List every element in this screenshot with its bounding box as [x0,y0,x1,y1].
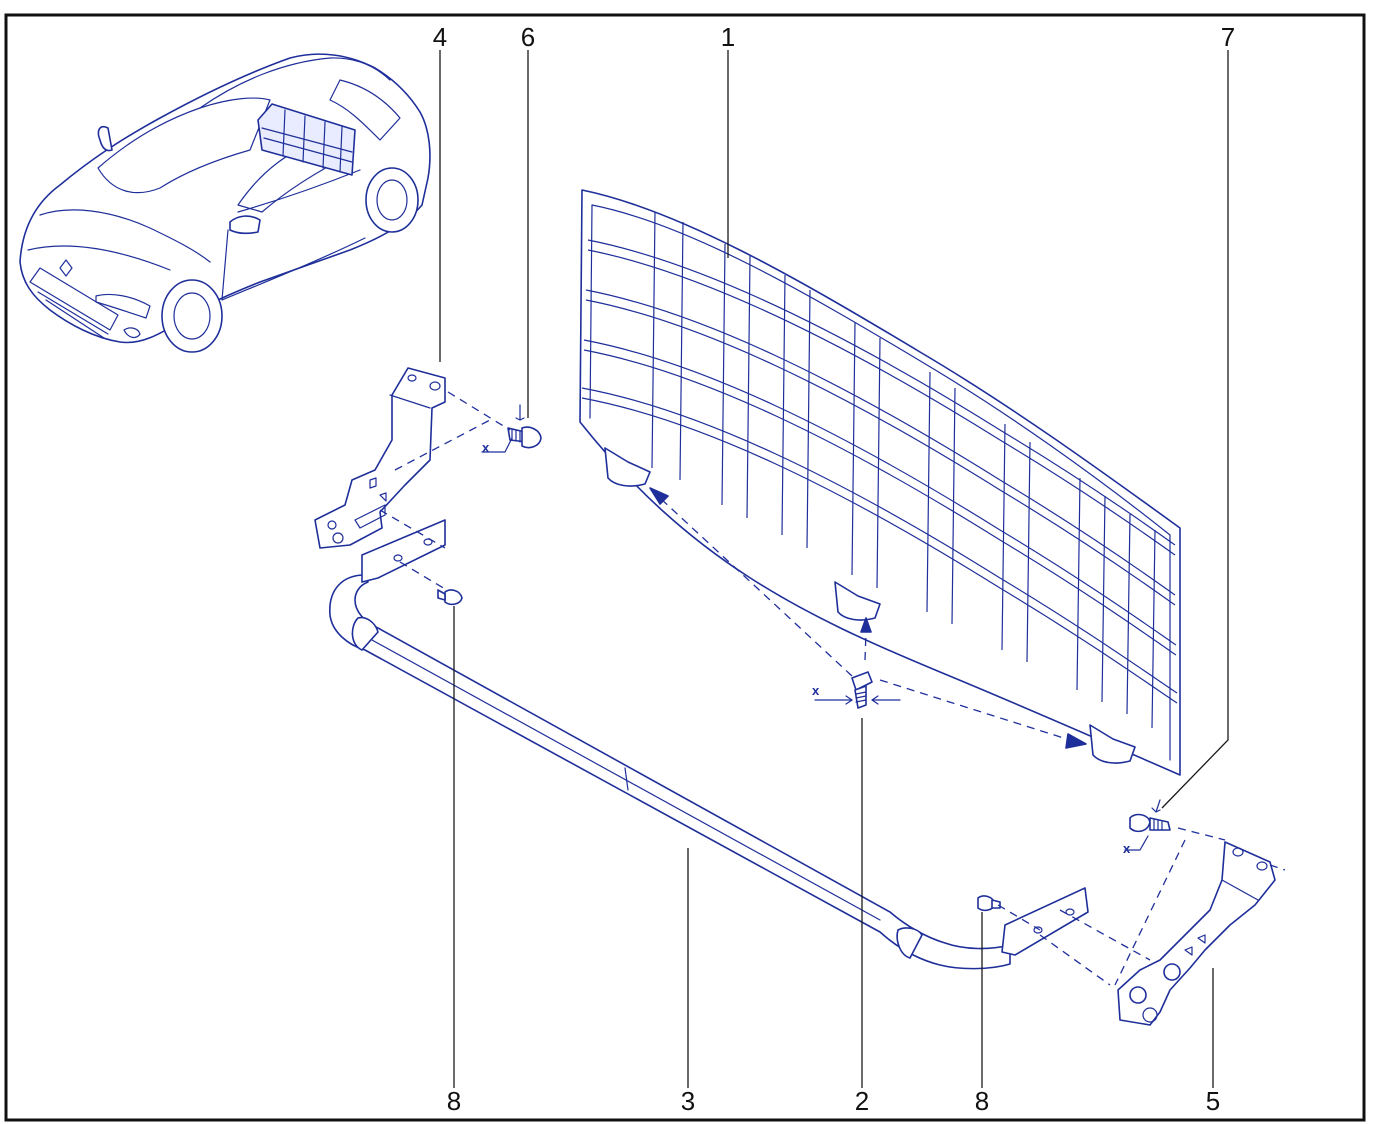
left-bracket-part-4 [314,367,446,549]
callout-labels: 1 4 6 7 8 3 2 8 5 [433,22,1235,1116]
callout-1: 1 [721,22,735,52]
car-net-highlight [257,103,356,176]
callout-3: 3 [681,1086,695,1116]
torque-mark: x [482,440,490,455]
callout-8-left: 8 [447,1086,461,1116]
torque-mark: x [812,683,820,698]
assembly-arrows [649,487,1087,749]
assembly-line [447,391,511,431]
assembly-line [379,509,446,549]
leader-lines [439,50,1229,1088]
bolt-part-2: x [812,671,901,709]
callout-7: 7 [1221,22,1235,52]
callout-8-right: 8 [975,1086,989,1116]
assembly-line [1059,909,1151,961]
assembly-line [394,419,491,471]
cargo-net-part-1 [579,189,1181,776]
torque-mark: x [1123,841,1131,856]
assembly-line [399,561,451,593]
bolt-part-8-left [437,589,463,606]
callout-4: 4 [433,22,447,52]
right-bracket-part-5 [1117,841,1286,1026]
support-bar-part-3 [329,519,1089,970]
bolt-part-6: x [481,404,542,455]
bolt-part-7: x [1123,799,1171,856]
assembly-line [1039,934,1111,986]
callout-6: 6 [521,22,535,52]
car-location-illustration [19,53,431,353]
callout-5: 5 [1206,1086,1220,1116]
callout-2: 2 [855,1086,869,1116]
bolt-part-8-right [977,895,1001,912]
